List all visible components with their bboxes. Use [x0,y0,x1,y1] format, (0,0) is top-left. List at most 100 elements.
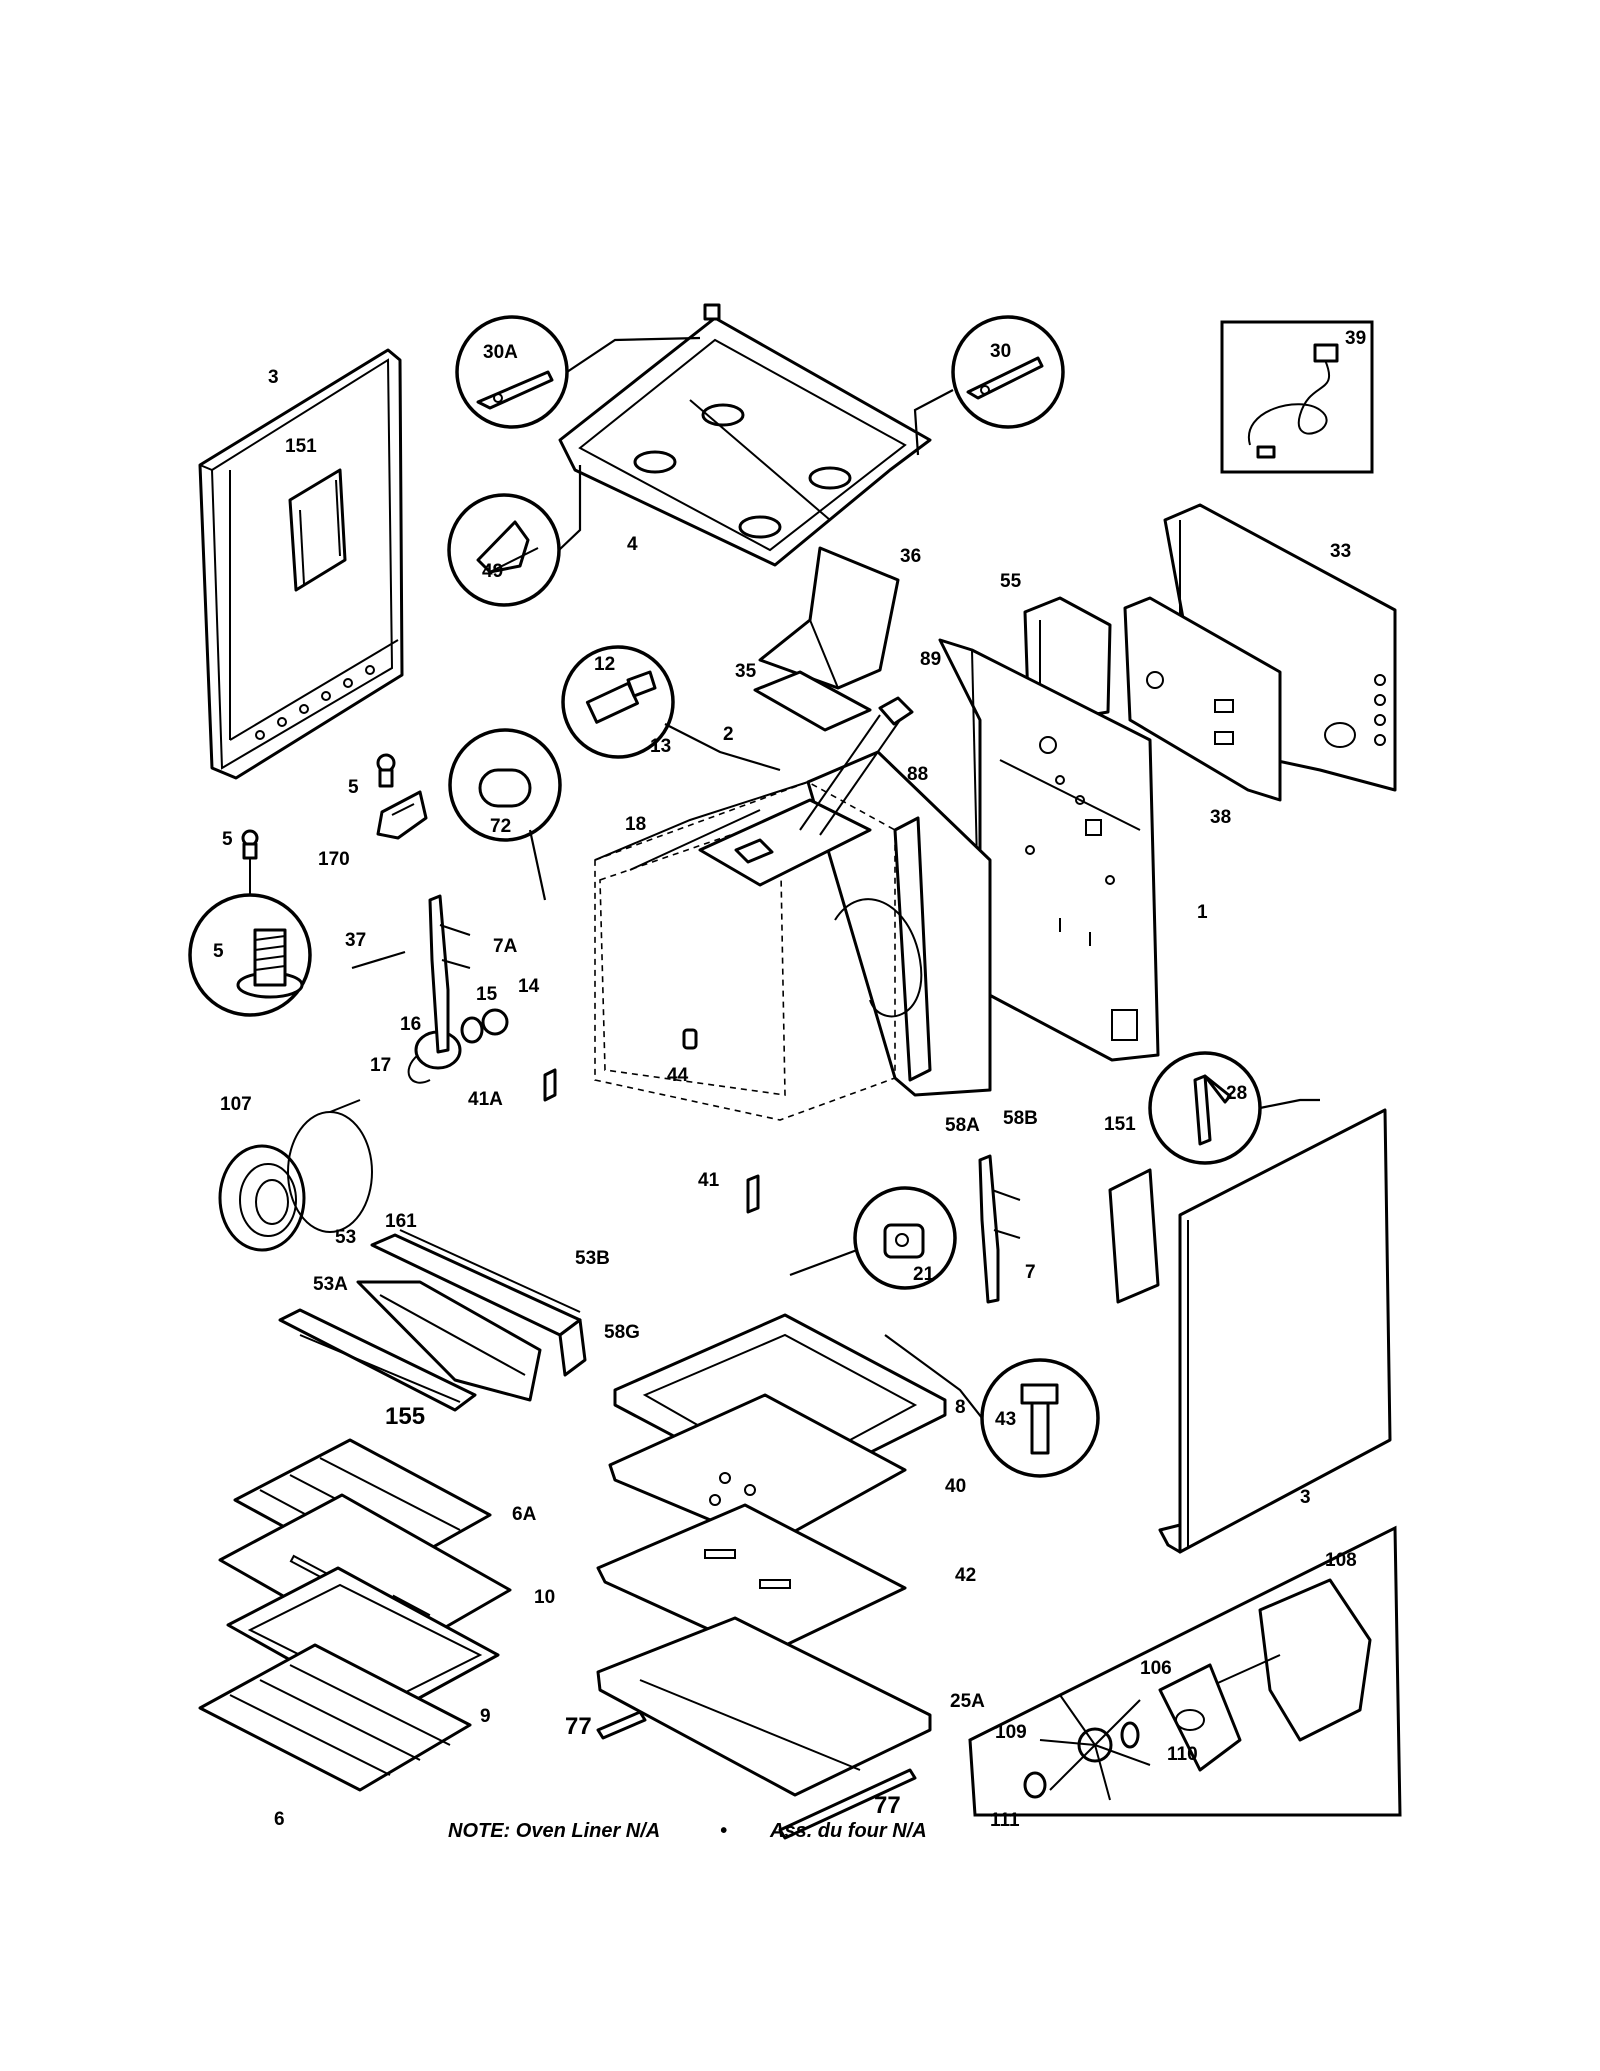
motor-bracket-106 [1158,1663,1242,1772]
bracket-41 [746,1174,760,1214]
leveling-leg-upper [376,753,396,788]
label-58A: 58A [945,1115,980,1136]
label-28: 28 [1226,1083,1247,1104]
label-2: 2 [723,724,734,745]
top-element-cover-2 [698,798,872,887]
bracket-41A [543,1068,557,1102]
drawer-slide-77-left [596,1710,647,1740]
label-5-a: 5 [348,777,359,798]
label-111: 111 [990,1810,1020,1831]
callout-72 [448,728,562,901]
rack-support-7A [428,894,471,1054]
back-panel-1 [938,638,1160,1062]
label-7A: 7A [493,936,518,957]
right-side-panel [1158,1108,1392,1554]
label-9: 9 [480,1706,491,1727]
label-1: 1 [1197,902,1208,923]
fan-gasket-161 [287,1099,373,1233]
label-151-left: 151 [285,436,317,457]
leveling-leg-lower [241,829,259,900]
rack-support-7 [978,1154,1021,1304]
label-6: 6 [274,1809,285,1830]
nut-111 [1023,1771,1047,1799]
leg-bracket-170 [376,790,428,840]
note-english: NOTE: Oven Liner N/A [448,1820,660,1842]
label-39: 39 [1345,328,1366,349]
label-40: 40 [945,1476,966,1497]
callout-12 [561,645,781,772]
label-77-b: 77 [874,1792,901,1819]
vent-trim-53A [356,1280,542,1402]
label-21: 21 [913,1264,935,1285]
label-15: 15 [476,984,498,1005]
label-151-right: 151 [1104,1114,1136,1135]
washer-110 [1120,1721,1140,1749]
label-58G: 58G [604,1322,640,1343]
label-107: 107 [220,1094,252,1115]
oven-light-assembly [407,1008,509,1084]
heat-shield-40 [608,1393,907,1547]
label-55: 55 [1000,571,1022,592]
element-bracket-18 [734,838,774,864]
label-109: 109 [995,1722,1027,1743]
oven-liner-note: NOTE: Oven Liner N/A • Ass. du four N/A [448,1820,927,1842]
label-17: 17 [370,1055,391,1076]
label-53B: 53B [575,1248,610,1269]
label-44: 44 [667,1065,689,1086]
convection-fan-cover-107 [218,1144,306,1252]
label-53A: 53A [313,1274,348,1295]
label-36: 36 [900,546,921,567]
label-170: 170 [318,849,350,870]
label-25A: 25A [950,1691,985,1712]
limit-switch-89 [799,696,914,836]
callout-28 [1148,1051,1320,1165]
drawer-tray-25A [596,1616,932,1797]
label-155: 155 [385,1403,425,1430]
bottom-panel-42 [596,1503,907,1657]
label-41: 41 [698,1170,720,1191]
label-108: 108 [1325,1550,1357,1571]
callout-leveling-leg [188,893,312,1017]
callout-30A [455,315,701,429]
label-5-callout: 5 [213,941,224,962]
label-30: 30 [990,341,1011,362]
label-3-right: 3 [1300,1487,1311,1508]
oven-rack-6 [198,1643,472,1792]
label-7: 7 [1025,1262,1036,1283]
label-38: 38 [1210,807,1231,828]
label-18: 18 [625,814,646,835]
left-panel-bracket-151 [288,468,347,592]
callout-43 [884,1334,1100,1478]
label-58B: 58B [1003,1108,1038,1129]
label-77-a: 77 [565,1713,592,1740]
duct-gasket-35 [753,670,872,732]
upper-duct-13 [629,809,761,871]
label-4: 4 [627,534,638,555]
part-labels: 3 151 5 5 5 170 30A 30 39 49 4 36 33 55 … [213,328,1366,1831]
note-french: Ass. du four N/A [769,1820,927,1842]
sensor-44 [682,1028,698,1050]
label-161: 161 [385,1211,417,1232]
label-33: 33 [1330,541,1351,562]
label-110: 110 [1167,1744,1198,1765]
vent-duct-36 [758,546,900,690]
callout-49 [447,465,582,607]
label-41A: 41A [468,1089,503,1110]
label-89: 89 [920,649,941,670]
right-panel-bracket-151 [1108,1168,1160,1304]
power-cord-inset [1220,320,1374,474]
label-37: 37 [345,930,366,951]
note-separator: • [720,1820,727,1842]
label-12: 12 [594,654,615,675]
label-106: 106 [1140,1658,1172,1679]
label-13: 13 [650,736,671,757]
label-43: 43 [995,1409,1016,1430]
label-35: 35 [735,661,757,682]
drawer-slide-77-right [778,1768,917,1840]
label-14: 14 [518,976,540,997]
label-49: 49 [482,561,503,582]
vent-trim-53 [370,1233,587,1377]
callout-21 [789,1186,957,1290]
label-10: 10 [534,1587,555,1608]
